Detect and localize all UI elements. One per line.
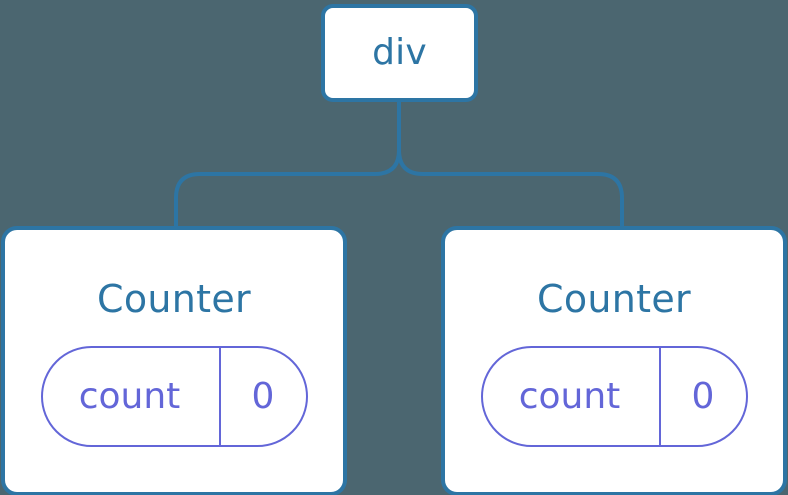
connector-root-to-counter-right xyxy=(397,99,624,234)
node-div[interactable]: div xyxy=(321,4,478,102)
state-pill-count-right[interactable]: count 0 xyxy=(480,346,748,447)
state-value-label: 0 xyxy=(691,375,715,417)
state-pill-count-left[interactable]: count 0 xyxy=(40,346,308,447)
node-counter-right-label: Counter xyxy=(537,277,691,321)
node-counter-left[interactable]: Counter count 0 xyxy=(1,226,347,495)
node-counter-left-label: Counter xyxy=(97,277,251,321)
state-key-label: count xyxy=(483,348,661,445)
node-div-label: div xyxy=(372,32,427,73)
state-value-label: 0 xyxy=(251,375,275,417)
connector-root-to-counter-left xyxy=(174,99,401,234)
state-key-label: count xyxy=(43,348,221,445)
node-counter-right[interactable]: Counter count 0 xyxy=(441,226,787,495)
